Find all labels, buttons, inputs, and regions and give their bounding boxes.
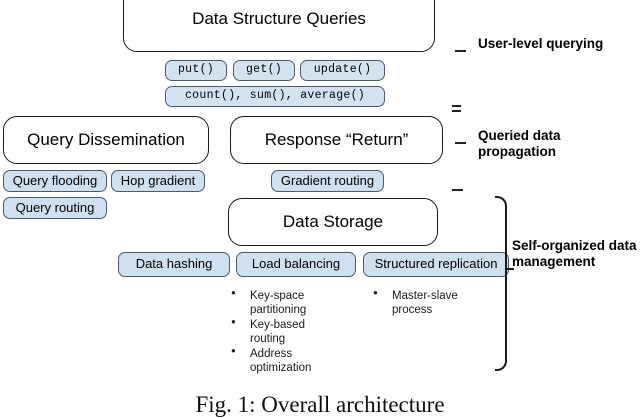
method-box-hop-gradient: Hop gradient bbox=[111, 170, 205, 192]
api-box-get: get() bbox=[233, 60, 295, 81]
connector-dash-storage bbox=[452, 189, 463, 191]
method-box-query-flooding: Query flooding bbox=[3, 170, 107, 192]
connector-dash-user-level bbox=[455, 50, 466, 52]
group-label-queried-data-propagation: Queried data propagation bbox=[478, 128, 561, 160]
response-return-box: Response “Return” bbox=[230, 116, 443, 164]
list-item: Master-slave process bbox=[372, 288, 484, 317]
method-box-gradient-routing: Gradient routing bbox=[271, 170, 384, 192]
api-box-put: put() bbox=[165, 60, 227, 81]
mechanism-box-structured-replication: Structured replication bbox=[363, 252, 509, 277]
query-dissemination-box: Query Dissemination bbox=[3, 116, 209, 164]
connector-dash-lower bbox=[452, 110, 461, 112]
group-label-user-level-querying: User-level querying bbox=[478, 36, 604, 51]
group-label-self-organized-data-management: Self-organized data management bbox=[512, 238, 637, 270]
list-item: Key-space partitioning bbox=[230, 288, 328, 317]
data-storage-box: Data Storage bbox=[228, 198, 438, 246]
api-box-update: update() bbox=[300, 60, 385, 81]
list-item: Key-based routing bbox=[230, 317, 328, 346]
connector-dash-queried-data bbox=[455, 142, 466, 144]
details-list-structured-replication: Master-slave process bbox=[372, 288, 484, 318]
data-structure-queries-box: Data Structure Queries bbox=[123, 0, 435, 52]
list-item: Address optimization bbox=[230, 346, 328, 375]
group-bracket-tick bbox=[505, 268, 514, 270]
method-box-query-routing: Query routing bbox=[3, 197, 107, 219]
api-box-aggregates: count(), sum(), average() bbox=[165, 86, 385, 107]
group-bracket-self-organized bbox=[495, 196, 507, 371]
connector-dash-upper bbox=[452, 105, 461, 107]
mechanism-box-data-hashing: Data hashing bbox=[118, 252, 230, 277]
figure-caption: Fig. 1: Overall architecture bbox=[195, 392, 445, 417]
mechanism-box-load-balancing: Load balancing bbox=[236, 252, 356, 277]
details-list-load-balancing: Key-space partitioning Key-based routing… bbox=[230, 288, 328, 376]
